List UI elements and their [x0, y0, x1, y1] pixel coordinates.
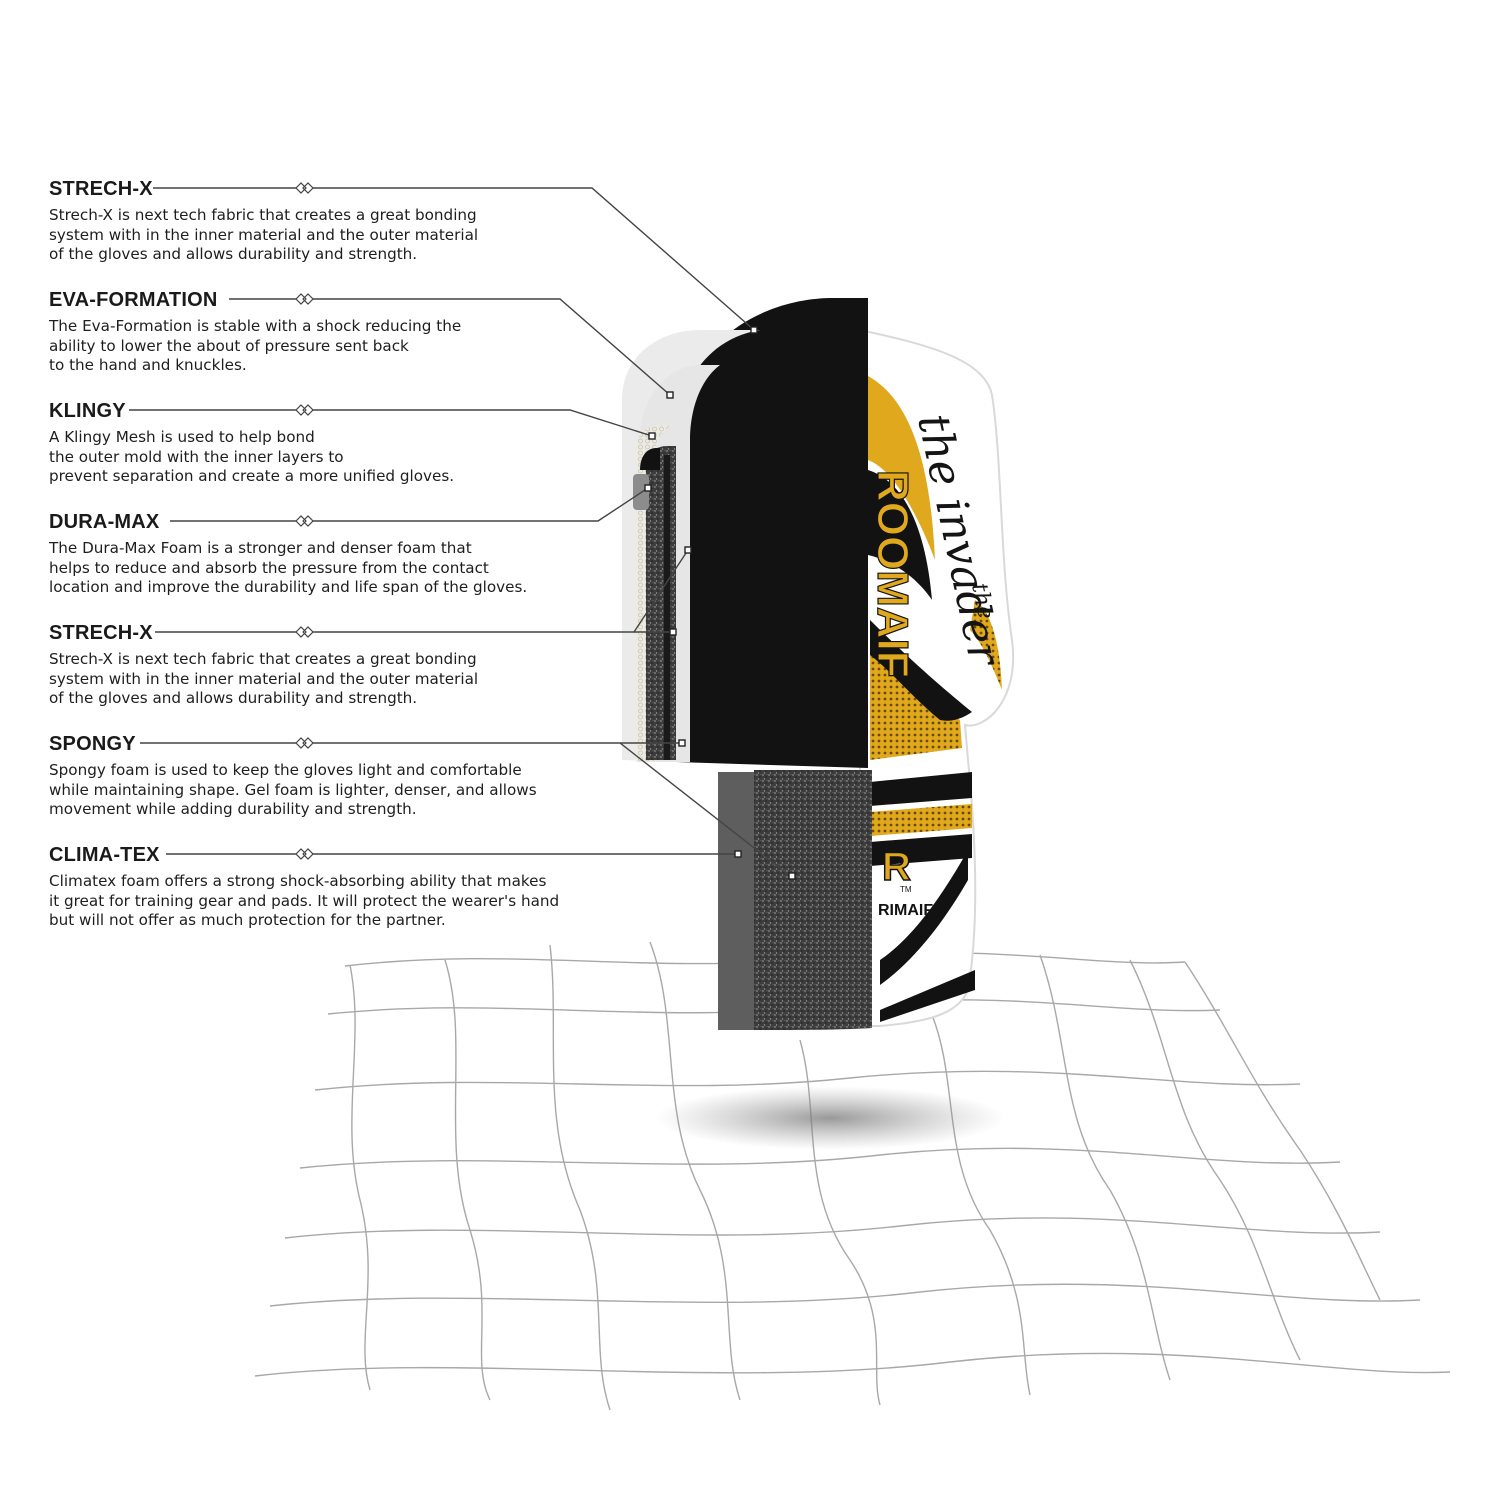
callout-description: Strech-X is next tech fabric that create…	[49, 650, 479, 708]
callout-description: The Eva-Formation is stable with a shock…	[49, 317, 462, 375]
callout-strech-x-bottom: STRECH-X Strech-X is next tech fabric th…	[49, 622, 649, 709]
glove-trademark: TM	[900, 885, 912, 894]
callout-clima-tex: CLIMA-TEX Climatex foam offers a strong …	[49, 844, 649, 931]
callout-description: Spongy foam is used to keep the gloves l…	[49, 761, 537, 819]
leader-line-eva-formation	[229, 298, 671, 396]
leader-lines	[129, 187, 791, 877]
floor-shadow	[655, 1086, 1005, 1150]
callout-strech-x-top: STRECH-X Strech-X is next tech fabric th…	[49, 178, 649, 265]
glove-logo-letter: R	[882, 845, 911, 889]
leader-diamond-markers	[295, 182, 314, 860]
cuff-cross-section	[718, 770, 872, 1030]
callout-title: DURA-MAX	[49, 511, 160, 533]
leader-endpoint-markers	[644, 326, 796, 880]
callout-klingy: KLINGY A Klingy Mesh is used to help bon…	[49, 400, 649, 487]
callout-title: SPONGY	[49, 733, 136, 755]
glove-brand-text: ROOMAIF	[868, 470, 917, 678]
callout-title: CLIMA-TEX	[49, 844, 160, 866]
glove-shell	[859, 328, 1015, 1027]
callout-title: EVA-FORMATION	[49, 289, 218, 311]
callout-eva-formation: EVA-FORMATION The Eva-Formation is stabl…	[49, 289, 649, 376]
leader-line-klingy	[129, 409, 653, 437]
callout-title: STRECH-X	[49, 622, 153, 644]
hand-cross-section	[622, 298, 868, 768]
callout-dura-max: DURA-MAX The Dura-Max Foam is a stronger…	[49, 511, 649, 598]
callout-title: STRECH-X	[49, 178, 153, 200]
callout-title: KLINGY	[49, 400, 126, 422]
callout-description: Strech-X is next tech fabric that create…	[49, 206, 479, 264]
callout-description: The Dura-Max Foam is a stronger and dens…	[49, 539, 528, 597]
glove-brand-lower: RIMAIF	[878, 902, 933, 919]
callout-description: Climatex foam offers a strong shock-abso…	[49, 872, 560, 930]
callout-spongy: SPONGY Spongy foam is used to keep the g…	[49, 733, 649, 820]
callout-description: A Klingy Mesh is used to help bond the o…	[49, 428, 455, 486]
